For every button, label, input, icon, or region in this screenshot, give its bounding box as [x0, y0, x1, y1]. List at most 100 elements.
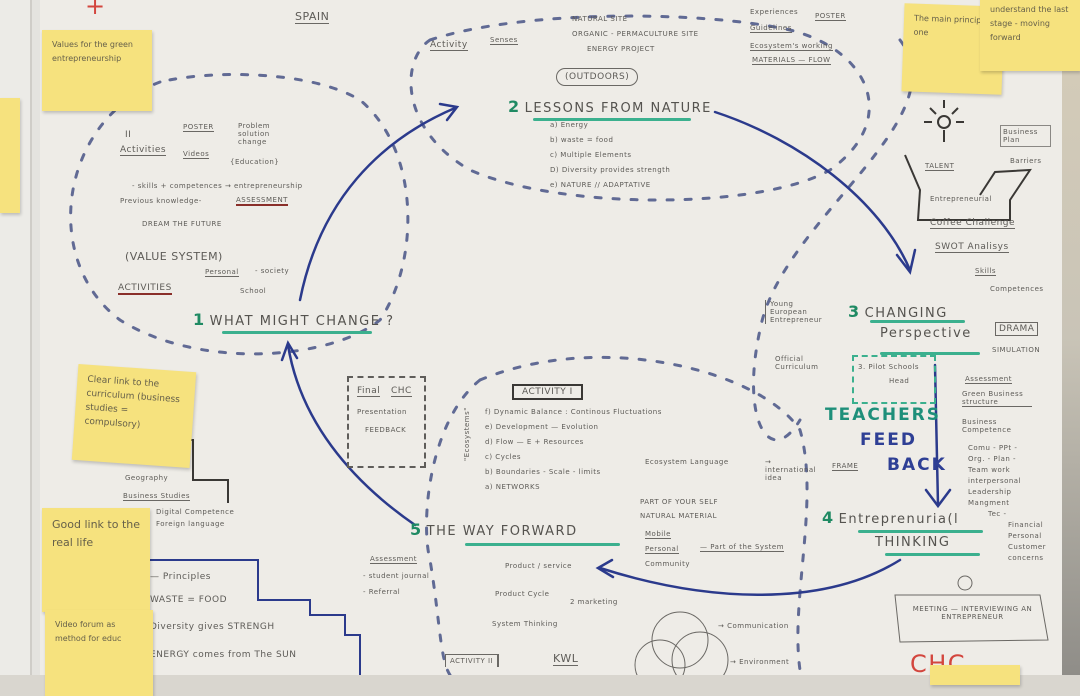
flipchart-paper [40, 0, 1062, 675]
s3-pilot-box: 3. Pilot Schools Head [852, 355, 936, 404]
steps-digital: Digital Competence [156, 508, 235, 516]
s1-problem: Problem solution change [238, 122, 271, 146]
ecosystem-item: f) Dynamic Balance : Continous Fluctuati… [485, 408, 662, 416]
sticky-note-last-stage: understand the last stage - moving forwa… [980, 0, 1080, 71]
s5-student-journal: - student journal [363, 572, 430, 580]
s5-assessment: Assessment [370, 555, 417, 564]
s1-underline [222, 331, 372, 334]
feed-label: FEED [860, 430, 917, 450]
competence-item: interpersonal [968, 477, 1022, 485]
s1-number: 1 [193, 310, 206, 329]
s1-roman: II [125, 130, 132, 140]
final-feedback: FEEDBACK [365, 426, 407, 434]
competence-item: Team work [968, 466, 1011, 474]
s1-assessment: ASSESSMENT [236, 196, 288, 206]
s5-cycle: Product Cycle [495, 590, 550, 598]
s5-frame: FRAME [832, 462, 859, 471]
s5-referral: - Referral [363, 588, 401, 596]
s5-kwl: KWL [553, 652, 579, 666]
s3-drama: DRAMA [995, 322, 1039, 336]
sticky-note-values: Values for the green entrepreneurship [42, 30, 152, 111]
sun-icon [937, 115, 951, 129]
arrow-5-to-1 [286, 343, 417, 527]
s2-experiences: Experiences [750, 8, 799, 16]
s4-title-line1: Entreprenuria(l [838, 512, 960, 527]
ecosystem-item: c) Cycles [485, 453, 522, 461]
ecosystem-item: e) Development — Evolution [485, 423, 599, 431]
competence-item: Mangment [968, 499, 1010, 507]
steps-foreign: Foreign language [156, 520, 225, 528]
steps-blue [149, 559, 361, 675]
s2-site: ENERGY PROJECT [587, 45, 655, 53]
ecosystem-item: a) NETWORKS [485, 483, 541, 491]
s3-title-line2: Perspective [880, 326, 972, 341]
s1-value-system: (VALUE SYSTEM) [125, 250, 223, 263]
s5-activity-2: ACTIVITY II [445, 654, 500, 667]
country-label: SPAIN [295, 10, 330, 24]
s3-competence-list: Comu - PPt - Org. - Plan - Team work int… [968, 443, 1048, 564]
s1-previous: Previous knowledge- [120, 197, 202, 205]
venn-circle-1 [651, 611, 709, 669]
wall-right [1062, 0, 1080, 675]
s1-activities: Activities [120, 145, 167, 156]
competence-item: Tec - [988, 510, 1007, 518]
s1-personal: Personal [205, 268, 239, 277]
talent-shape [904, 154, 1032, 221]
s3-underline-1 [870, 320, 965, 323]
s2-lesson: b) waste = food [550, 136, 614, 144]
s2-number: 2 [508, 97, 521, 116]
s3-head: Head [889, 377, 910, 385]
sticky-note-edge-left [0, 98, 20, 213]
s3-skills: Skills [975, 267, 996, 276]
s1-education: {Education} [230, 158, 280, 166]
dashed-loop-5b [425, 378, 482, 675]
s4-title-line2: THINKING [875, 535, 951, 550]
competence-item: Org. - Plan - [968, 455, 1017, 463]
asterisk-circle [957, 575, 973, 591]
dashed-loop-2 [409, 14, 871, 202]
s4-underline-2 [885, 553, 980, 556]
dashed-loop-1 [69, 73, 410, 356]
s4-underline-1 [858, 530, 983, 533]
s5-ecosystems: "Ecosystems" [462, 407, 471, 461]
s4-number: 4 [822, 508, 835, 527]
s2-lesson: a) Energy [550, 121, 589, 129]
s5-environment: → Environment [730, 658, 790, 666]
s3-young-european: Young European Entrepreneur [765, 300, 830, 324]
ecosystem-item: b) Boundaries - Scale - limits [485, 468, 601, 476]
s1-poster: POSTER [183, 123, 214, 132]
s2-site: NATURAL SITE [572, 15, 628, 23]
s3-swot: SWOT Analisys [935, 242, 1009, 253]
s5-ecosystem-list: f) Dynamic Balance : Continous Fluctuati… [485, 405, 662, 495]
steps-principles: — Principles [150, 572, 211, 582]
s1-school: School [240, 287, 267, 295]
s3-official-curriculum: Official Curriculum [775, 355, 819, 371]
teachers-label: TEACHERS [825, 405, 942, 425]
s5-personal: Personal [645, 545, 679, 554]
venn-circle-2 [671, 631, 729, 675]
final-chc-label: CHC [391, 386, 412, 397]
s3-underline-2 [880, 352, 980, 355]
arrow-4-to-5 [598, 558, 902, 596]
s2-lesson: e) NATURE // ADAPTATIVE [550, 181, 651, 189]
s3-number: 3 [848, 302, 861, 321]
s3-business-competence: Business Competence [962, 418, 1012, 434]
s1-title: WHAT MIGHT CHANGE ? [209, 314, 395, 329]
diagram-strokes [69, 14, 1049, 675]
s2-lesson: D) Diversity provides strength [550, 166, 671, 174]
s3-barriers: Barriers [1010, 157, 1042, 165]
steps-business: Business Studies [123, 492, 191, 501]
s5-part-of-self: PART OF YOUR SELF [640, 498, 719, 506]
s1-videos: Videos [183, 150, 210, 159]
arrow-2-to-3 [713, 110, 912, 272]
final-label: Final [357, 386, 381, 397]
s5-community: Community [645, 560, 691, 568]
s5-international: → international idea [765, 458, 817, 482]
s3-title-line1: CHANGING [864, 306, 948, 321]
steps-diversity: Diversity gives STRENGH [150, 622, 275, 632]
sticky-note-real-life: Good link to the real life [42, 508, 150, 612]
sticky-note-curriculum: Clear link to the curriculum (business s… [71, 364, 197, 468]
